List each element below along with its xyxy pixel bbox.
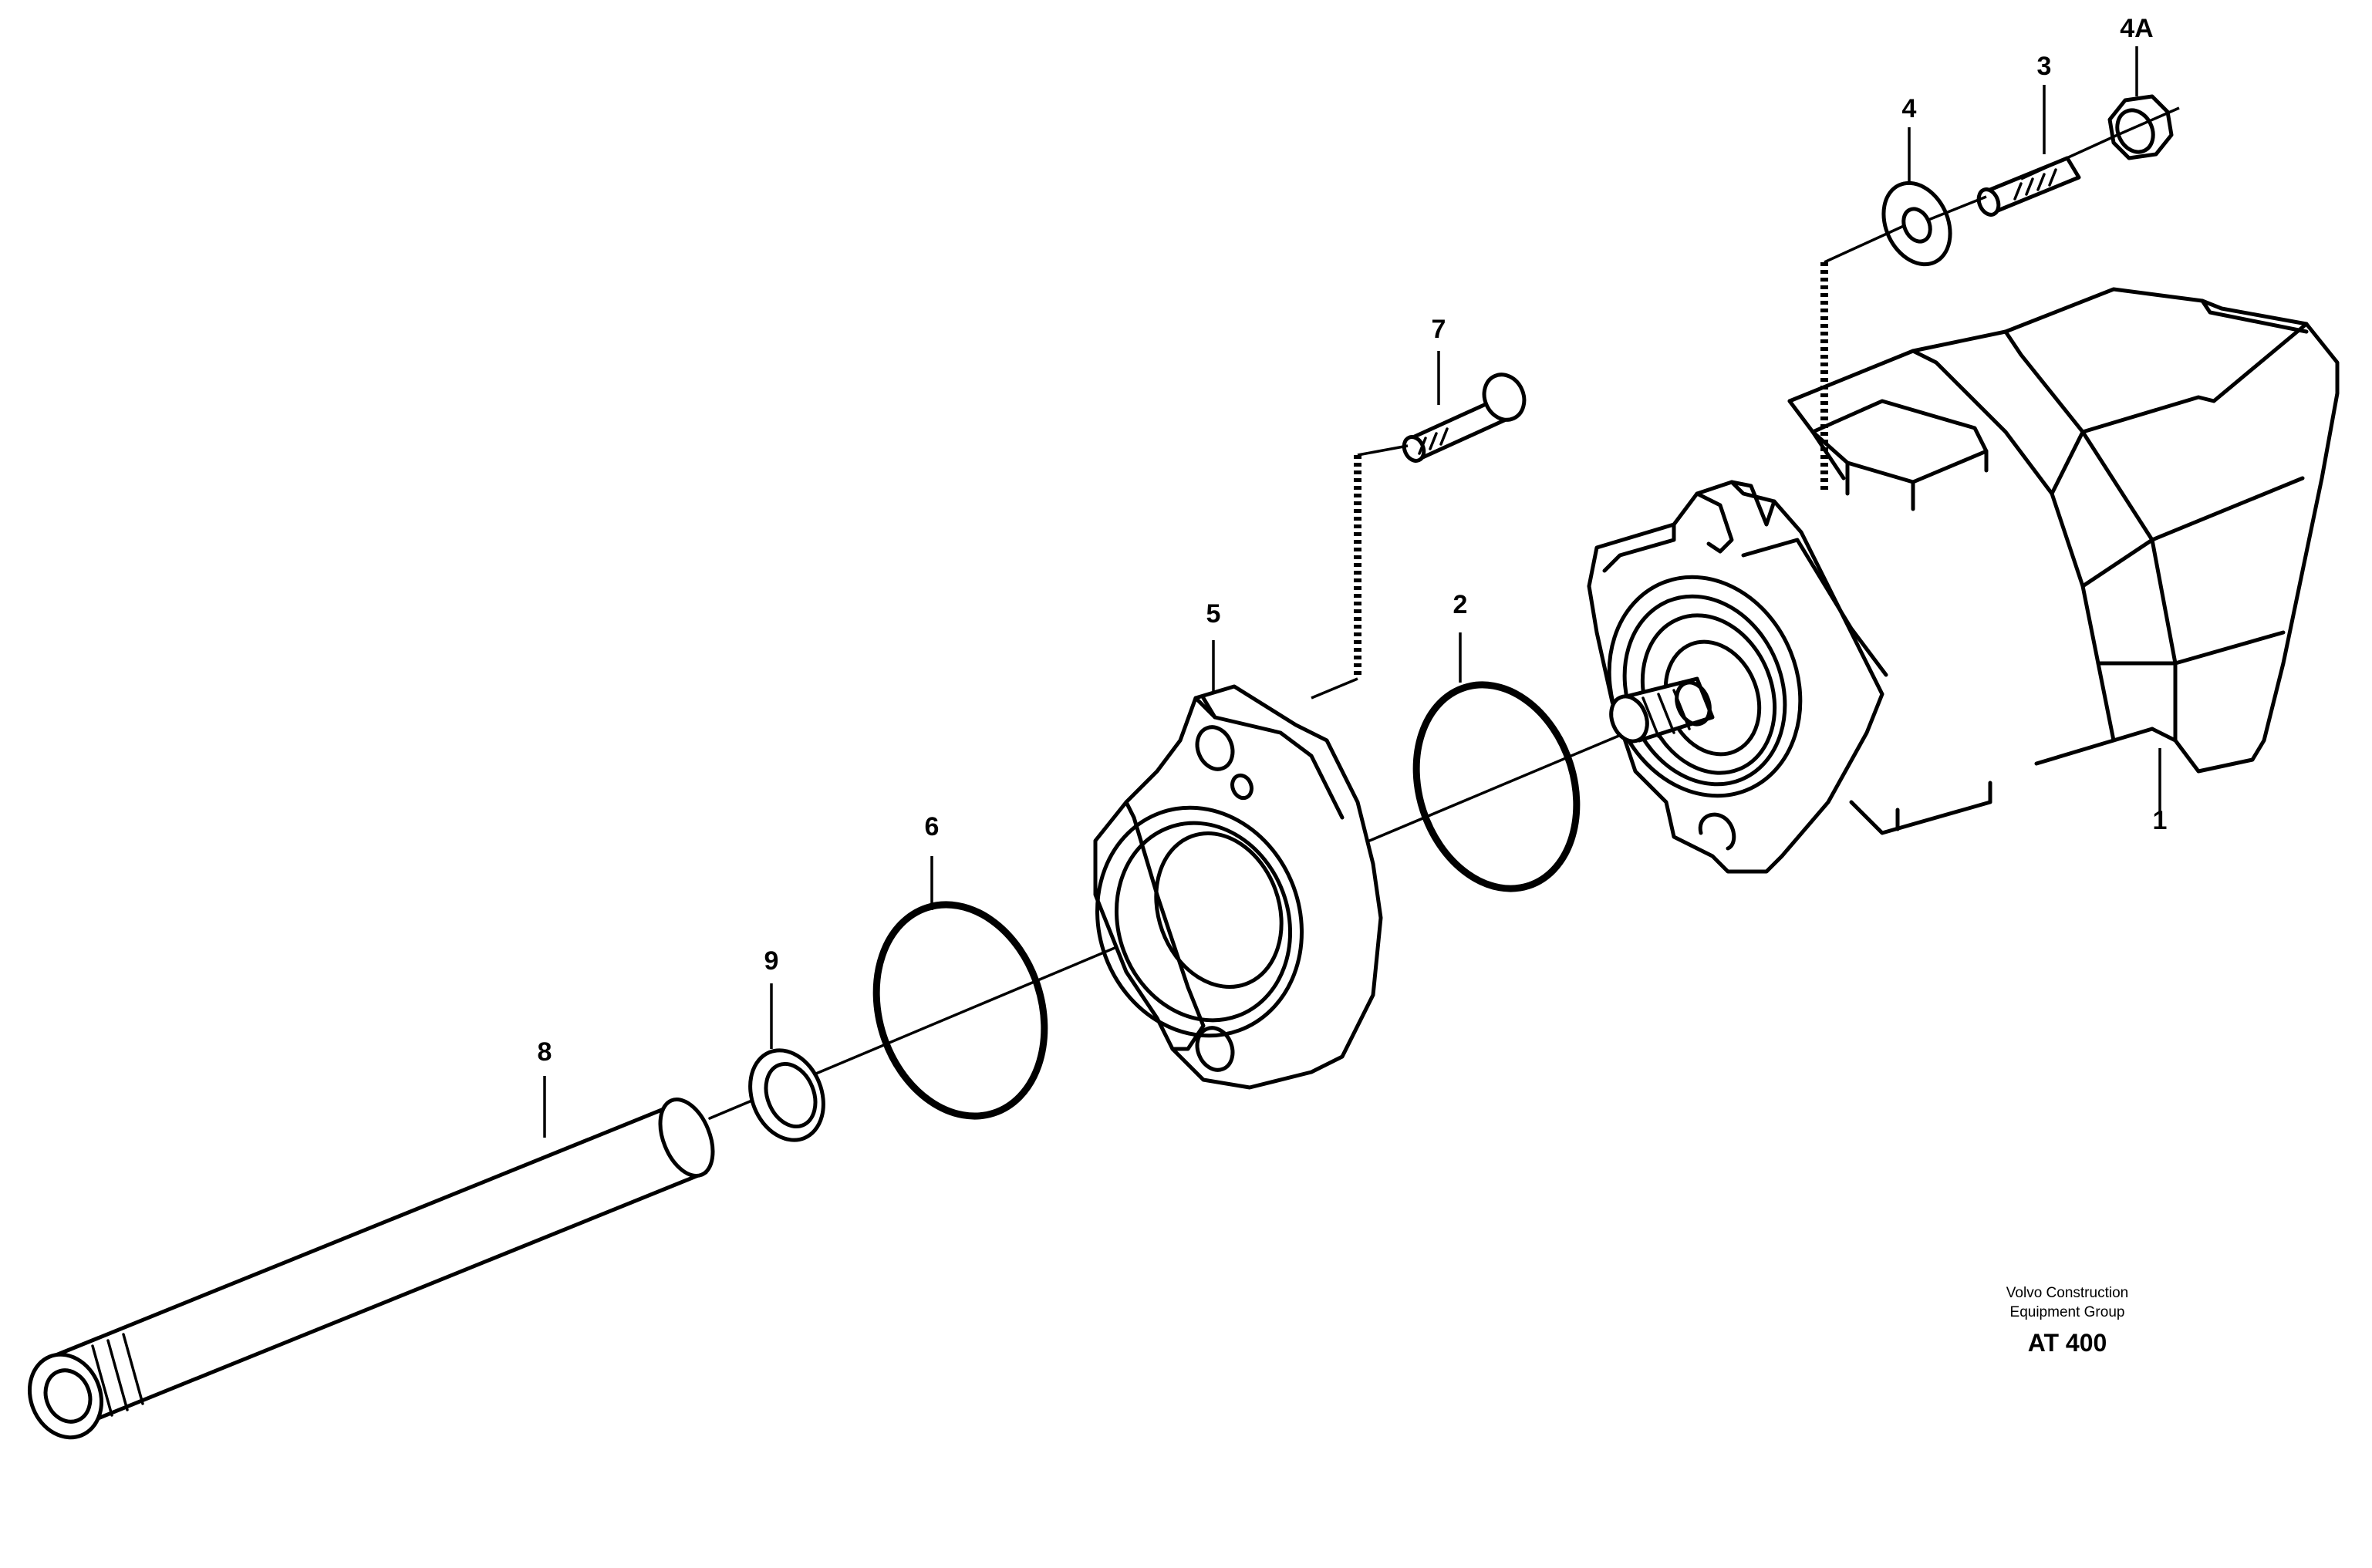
callout-labels: 1 2 3 4 4A 5 6 7 8 9	[538, 14, 2168, 1067]
callout-5: 5	[1206, 599, 1221, 629]
part-5-flange	[1093, 640, 1383, 1090]
callout-3: 3	[2037, 52, 2052, 81]
callout-2: 2	[1453, 590, 1468, 619]
callout-1: 1	[2153, 806, 2168, 835]
callout-7: 7	[1432, 315, 1446, 344]
dashed-assembly-lines	[1311, 106, 2180, 700]
figure-code: AT 400	[2028, 1329, 2107, 1357]
part-1-pump	[1587, 287, 2340, 874]
callout-9: 9	[764, 946, 779, 976]
credit-line-1: Volvo Construction	[2006, 1285, 2128, 1301]
part-6-o-ring	[872, 856, 1048, 1120]
part-8-shaft	[27, 1076, 715, 1440]
part-3-stud	[1976, 85, 2081, 217]
part-4-washer	[1881, 127, 1952, 267]
callout-4: 4	[1902, 94, 1917, 123]
credit-line-2: Equipment Group	[2010, 1304, 2125, 1320]
credit-block: Volvo Construction Equipment Group AT 40…	[2006, 1285, 2128, 1357]
callout-6: 6	[925, 812, 940, 841]
callout-4a: 4A	[2120, 14, 2153, 43]
part-4a-nut	[2107, 46, 2174, 160]
part-2-o-ring	[1412, 632, 1581, 892]
part-9-washer	[748, 983, 825, 1142]
callout-8: 8	[538, 1037, 552, 1067]
part-7-screw	[1402, 351, 1527, 463]
